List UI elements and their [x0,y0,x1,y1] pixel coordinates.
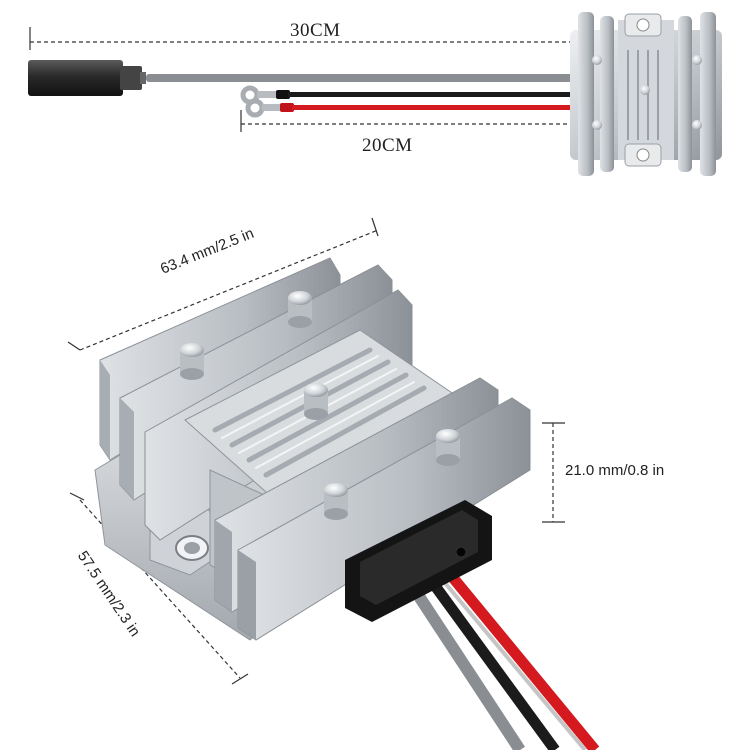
ring-terminal-icon [240,85,294,118]
dimension-line-20cm [240,110,577,136]
gray-cable [146,74,576,82]
dimension-line-height [542,422,565,523]
label-20cm: 20CM [362,135,413,156]
bolt-icons [180,291,460,520]
output-cables [399,558,600,754]
converter-iso-view [67,217,600,754]
label-height: 21.0 mm/0.8 in [565,462,665,479]
dc-barrel-plug-icon [28,60,146,96]
cable-grommet [345,500,492,622]
label-30cm: 30CM [290,20,341,41]
black-wire [288,92,576,97]
dimension-line-length [67,217,379,351]
red-wire [292,105,576,110]
converter-heatsink-icon [570,12,722,176]
top-cable-diagram [28,12,722,176]
dimension-line-width [69,492,249,685]
